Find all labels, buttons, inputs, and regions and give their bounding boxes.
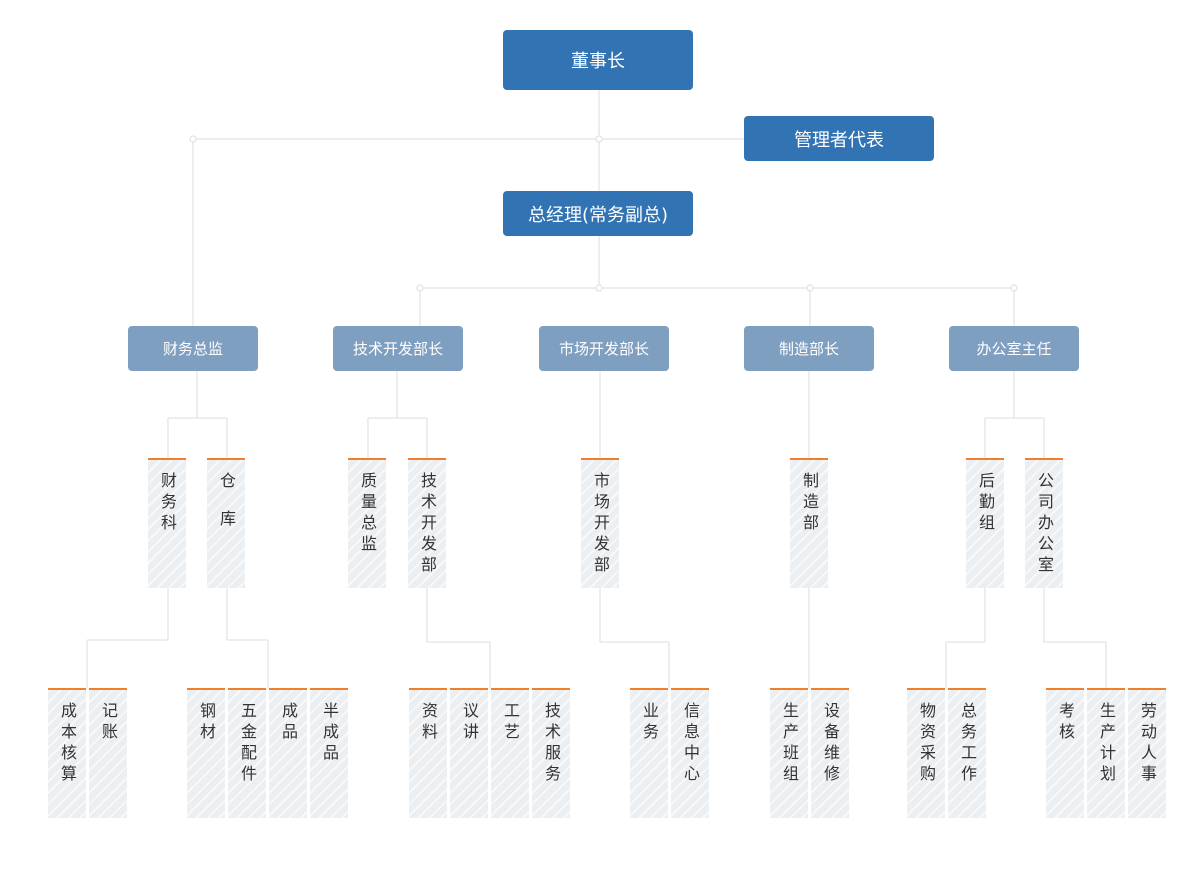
unit-material-purchasing: 物资采购 [907, 688, 945, 818]
dept-label: 财务科 [158, 472, 177, 535]
dept-label: 制造部 [800, 472, 819, 535]
dept-label: 技术开发部 [418, 472, 437, 577]
unit-label: 成品 [279, 702, 298, 744]
dept-logistics: 后勤组 [966, 458, 1004, 588]
unit-business: 业务 [630, 688, 668, 818]
unit-label: 物资采购 [917, 702, 936, 786]
unit-discussion: 议讲 [450, 688, 488, 818]
unit-process: 工艺 [491, 688, 529, 818]
dept-label: 质量总监 [358, 472, 377, 556]
unit-equipment-maintenance: 设备维修 [811, 688, 849, 818]
unit-label: 技术服务 [542, 702, 561, 786]
unit-label: 成本核算 [58, 702, 77, 786]
unit-hardware-parts: 五金配件 [228, 688, 266, 818]
unit-labor-hr: 劳动人事 [1128, 688, 1166, 818]
unit-label: 劳动人事 [1138, 702, 1157, 786]
dept-warehouse: 仓 库 [207, 458, 245, 588]
market-dev-head-box: 市场开发部长 [539, 326, 669, 371]
dept-finance: 财务科 [148, 458, 186, 588]
unit-bookkeeping: 记账 [89, 688, 127, 818]
unit-label: 五金配件 [238, 702, 257, 786]
unit-label: 工艺 [501, 702, 520, 744]
dept-label: 仓 库 [217, 472, 236, 529]
unit-semi-finished: 半成品 [310, 688, 348, 818]
dept-quality: 质量总监 [348, 458, 386, 588]
unit-label: 总务工作 [958, 702, 977, 786]
unit-label: 半成品 [320, 702, 339, 765]
chairman-box: 董事长 [503, 30, 693, 90]
unit-label: 业务 [640, 702, 659, 744]
general-manager-box: 总经理(常务副总) [503, 191, 693, 236]
dept-label: 市场开发部 [591, 472, 610, 577]
unit-label: 信息中心 [681, 702, 700, 786]
tech-dev-head-box: 技术开发部长 [333, 326, 463, 371]
dept-market-dev: 市场开发部 [581, 458, 619, 588]
unit-label: 考核 [1056, 702, 1075, 744]
unit-label: 记账 [99, 702, 118, 744]
unit-general-affairs: 总务工作 [948, 688, 986, 818]
dept-company-office: 公司办公室 [1025, 458, 1063, 588]
unit-label: 资料 [419, 702, 438, 744]
unit-cost-accounting: 成本核算 [48, 688, 86, 818]
unit-steel: 钢材 [187, 688, 225, 818]
unit-production-team: 生产班组 [770, 688, 808, 818]
unit-label: 设备维修 [821, 702, 840, 786]
dept-label: 公司办公室 [1035, 472, 1054, 577]
unit-label: 生产班组 [780, 702, 799, 786]
unit-assessment: 考核 [1046, 688, 1084, 818]
unit-finished-goods: 成品 [269, 688, 307, 818]
unit-documents: 资料 [409, 688, 447, 818]
office-director-box: 办公室主任 [949, 326, 1079, 371]
finance-director-box: 财务总监 [128, 326, 258, 371]
dept-tech-dev: 技术开发部 [408, 458, 446, 588]
unit-label: 钢材 [197, 702, 216, 744]
dept-label: 后勤组 [976, 472, 995, 535]
unit-tech-service: 技术服务 [532, 688, 570, 818]
manufacturing-head-box: 制造部长 [744, 326, 874, 371]
unit-label: 生产计划 [1097, 702, 1116, 786]
unit-info-center: 信息中心 [671, 688, 709, 818]
management-representative-box: 管理者代表 [744, 116, 934, 161]
dept-manufacturing: 制造部 [790, 458, 828, 588]
unit-production-plan: 生产计划 [1087, 688, 1125, 818]
unit-label: 议讲 [460, 702, 479, 744]
